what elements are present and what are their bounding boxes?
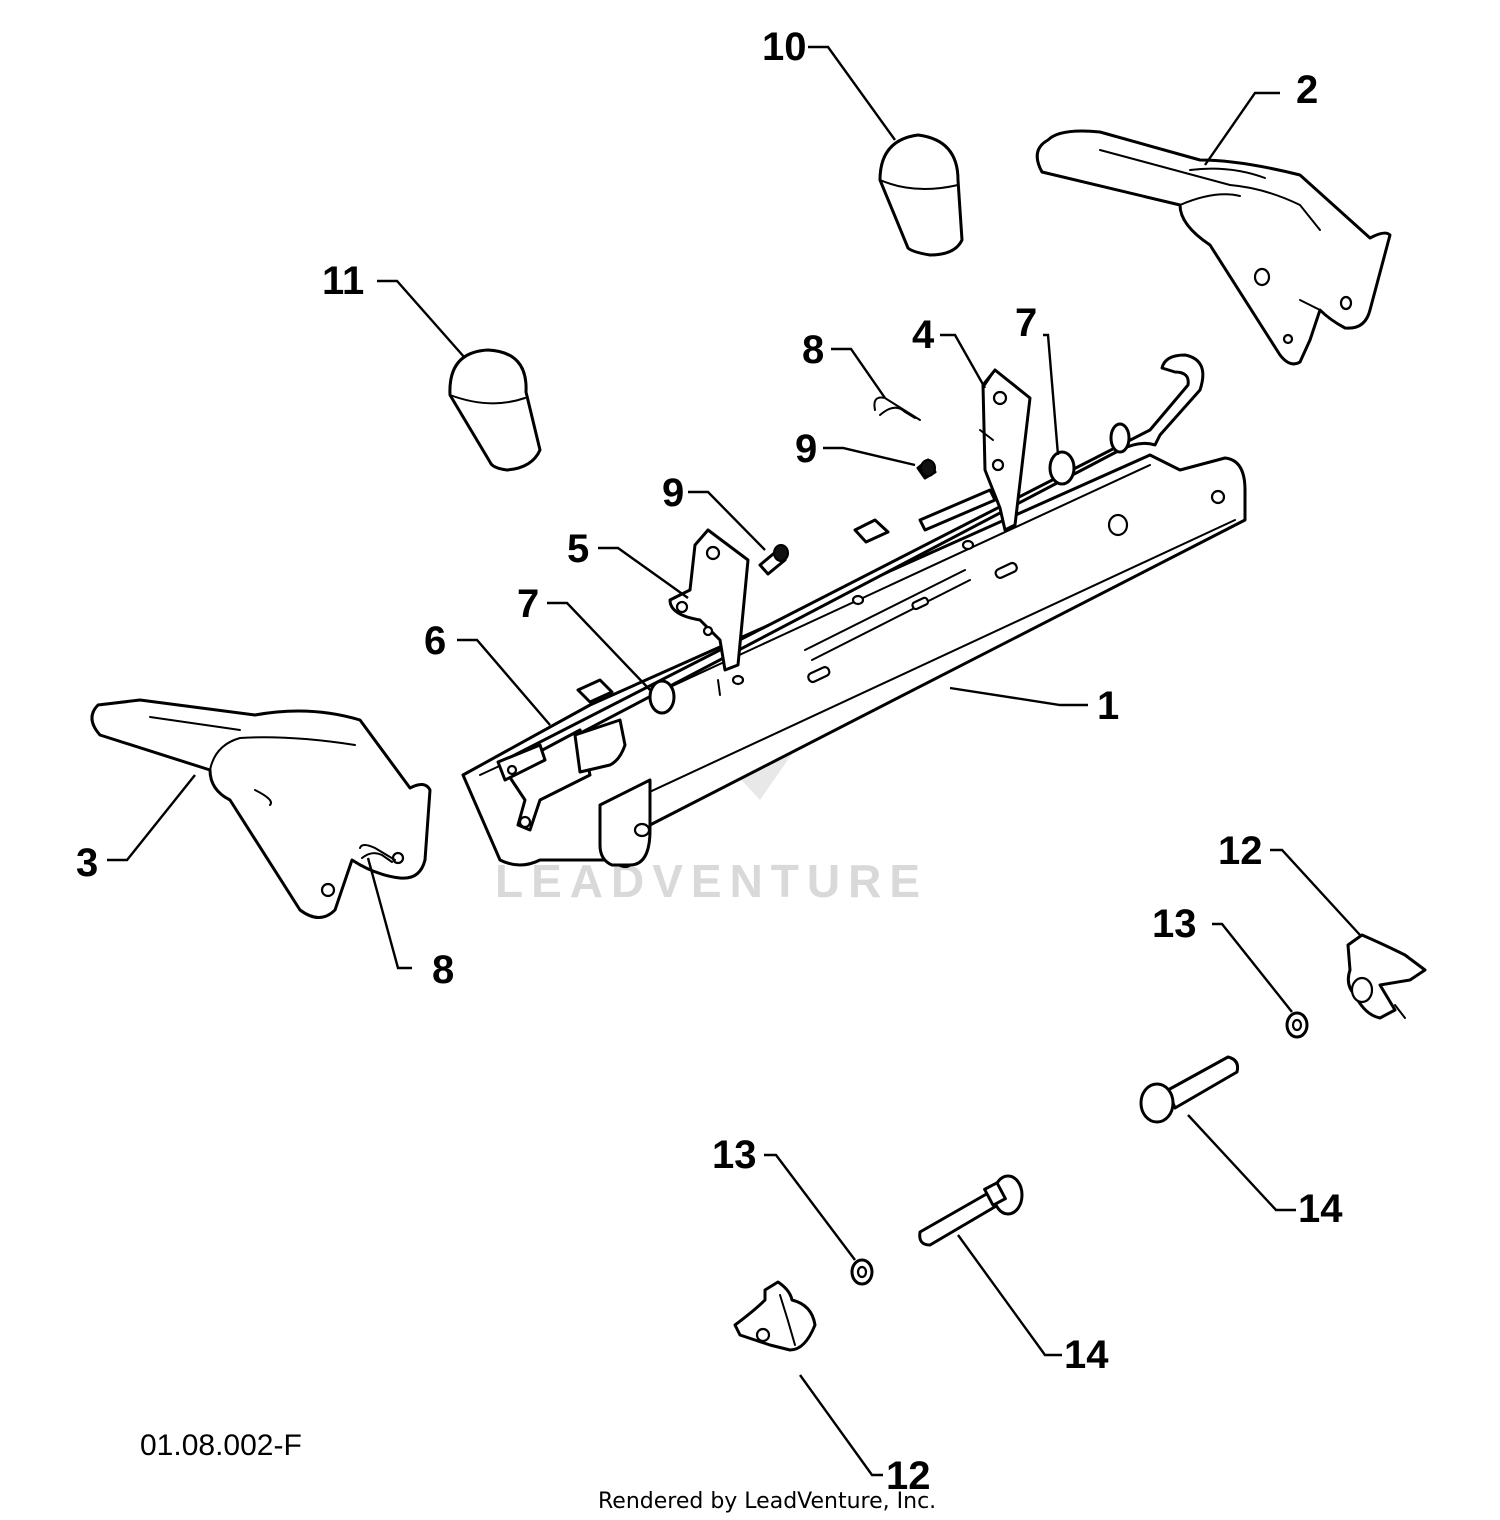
callout-5: 5 xyxy=(567,527,589,571)
callout-14-bottom: 14 xyxy=(1064,1333,1109,1377)
part-13-washer-right xyxy=(1285,1011,1309,1039)
part-12-star-knob-left xyxy=(733,1280,817,1352)
callout-9-top: 9 xyxy=(795,427,817,471)
callout-13-left: 13 xyxy=(712,1133,757,1177)
part-14-carriage-bolt-right xyxy=(1139,1055,1240,1124)
callout-12-bottom: 12 xyxy=(886,1454,931,1498)
callout-1: 1 xyxy=(1097,684,1119,728)
part-2-right-handle xyxy=(1035,129,1392,366)
part-3-left-handle xyxy=(90,698,432,919)
part-6-bracket xyxy=(496,743,547,782)
watermark-text: LEADVENTURE xyxy=(495,855,928,907)
render-credit: Rendered by LeadVenture, Inc. xyxy=(598,1489,936,1514)
callout-4: 4 xyxy=(912,313,935,357)
callout-8-left: 8 xyxy=(432,948,454,992)
callout-3: 3 xyxy=(76,841,98,885)
callout-2: 2 xyxy=(1296,68,1318,112)
part-10-knob xyxy=(878,133,964,257)
callout-11: 11 xyxy=(322,259,364,303)
callout-13-right: 13 xyxy=(1152,902,1197,946)
part-9-bolt-top xyxy=(916,458,937,480)
callout-7-right: 7 xyxy=(1015,301,1037,345)
part-12-star-knob-right xyxy=(1346,933,1427,1020)
shaft-assembly xyxy=(503,353,1205,832)
callout-10: 10 xyxy=(762,25,807,69)
part-11-knob xyxy=(448,348,542,472)
callout-12-right: 12 xyxy=(1218,829,1263,873)
leader-lines xyxy=(107,45,1361,1477)
part-9-bolt-left xyxy=(758,544,789,576)
part-1-mounting-bracket xyxy=(461,453,1247,869)
callout-8-top: 8 xyxy=(802,328,824,372)
part-13-washer-left xyxy=(850,1258,874,1286)
callout-6: 6 xyxy=(424,619,446,663)
part-8-hairpin-clip-left xyxy=(359,844,396,863)
callout-9-left: 9 xyxy=(662,471,684,515)
callout-labels: 1 2 3 4 5 6 7 7 8 8 9 9 10 11 12 12 13 1… xyxy=(76,25,1343,1498)
figure-number: 01.08.002-F xyxy=(140,1429,302,1462)
part-8-hairpin-clip-top xyxy=(873,396,921,421)
part-14-carriage-bolt-left xyxy=(918,1174,1024,1247)
part-4-lever-bracket xyxy=(979,368,1032,532)
callout-7-left: 7 xyxy=(517,582,539,626)
part-5-lever-bracket xyxy=(668,528,750,672)
callout-14-right: 14 xyxy=(1298,1187,1343,1231)
